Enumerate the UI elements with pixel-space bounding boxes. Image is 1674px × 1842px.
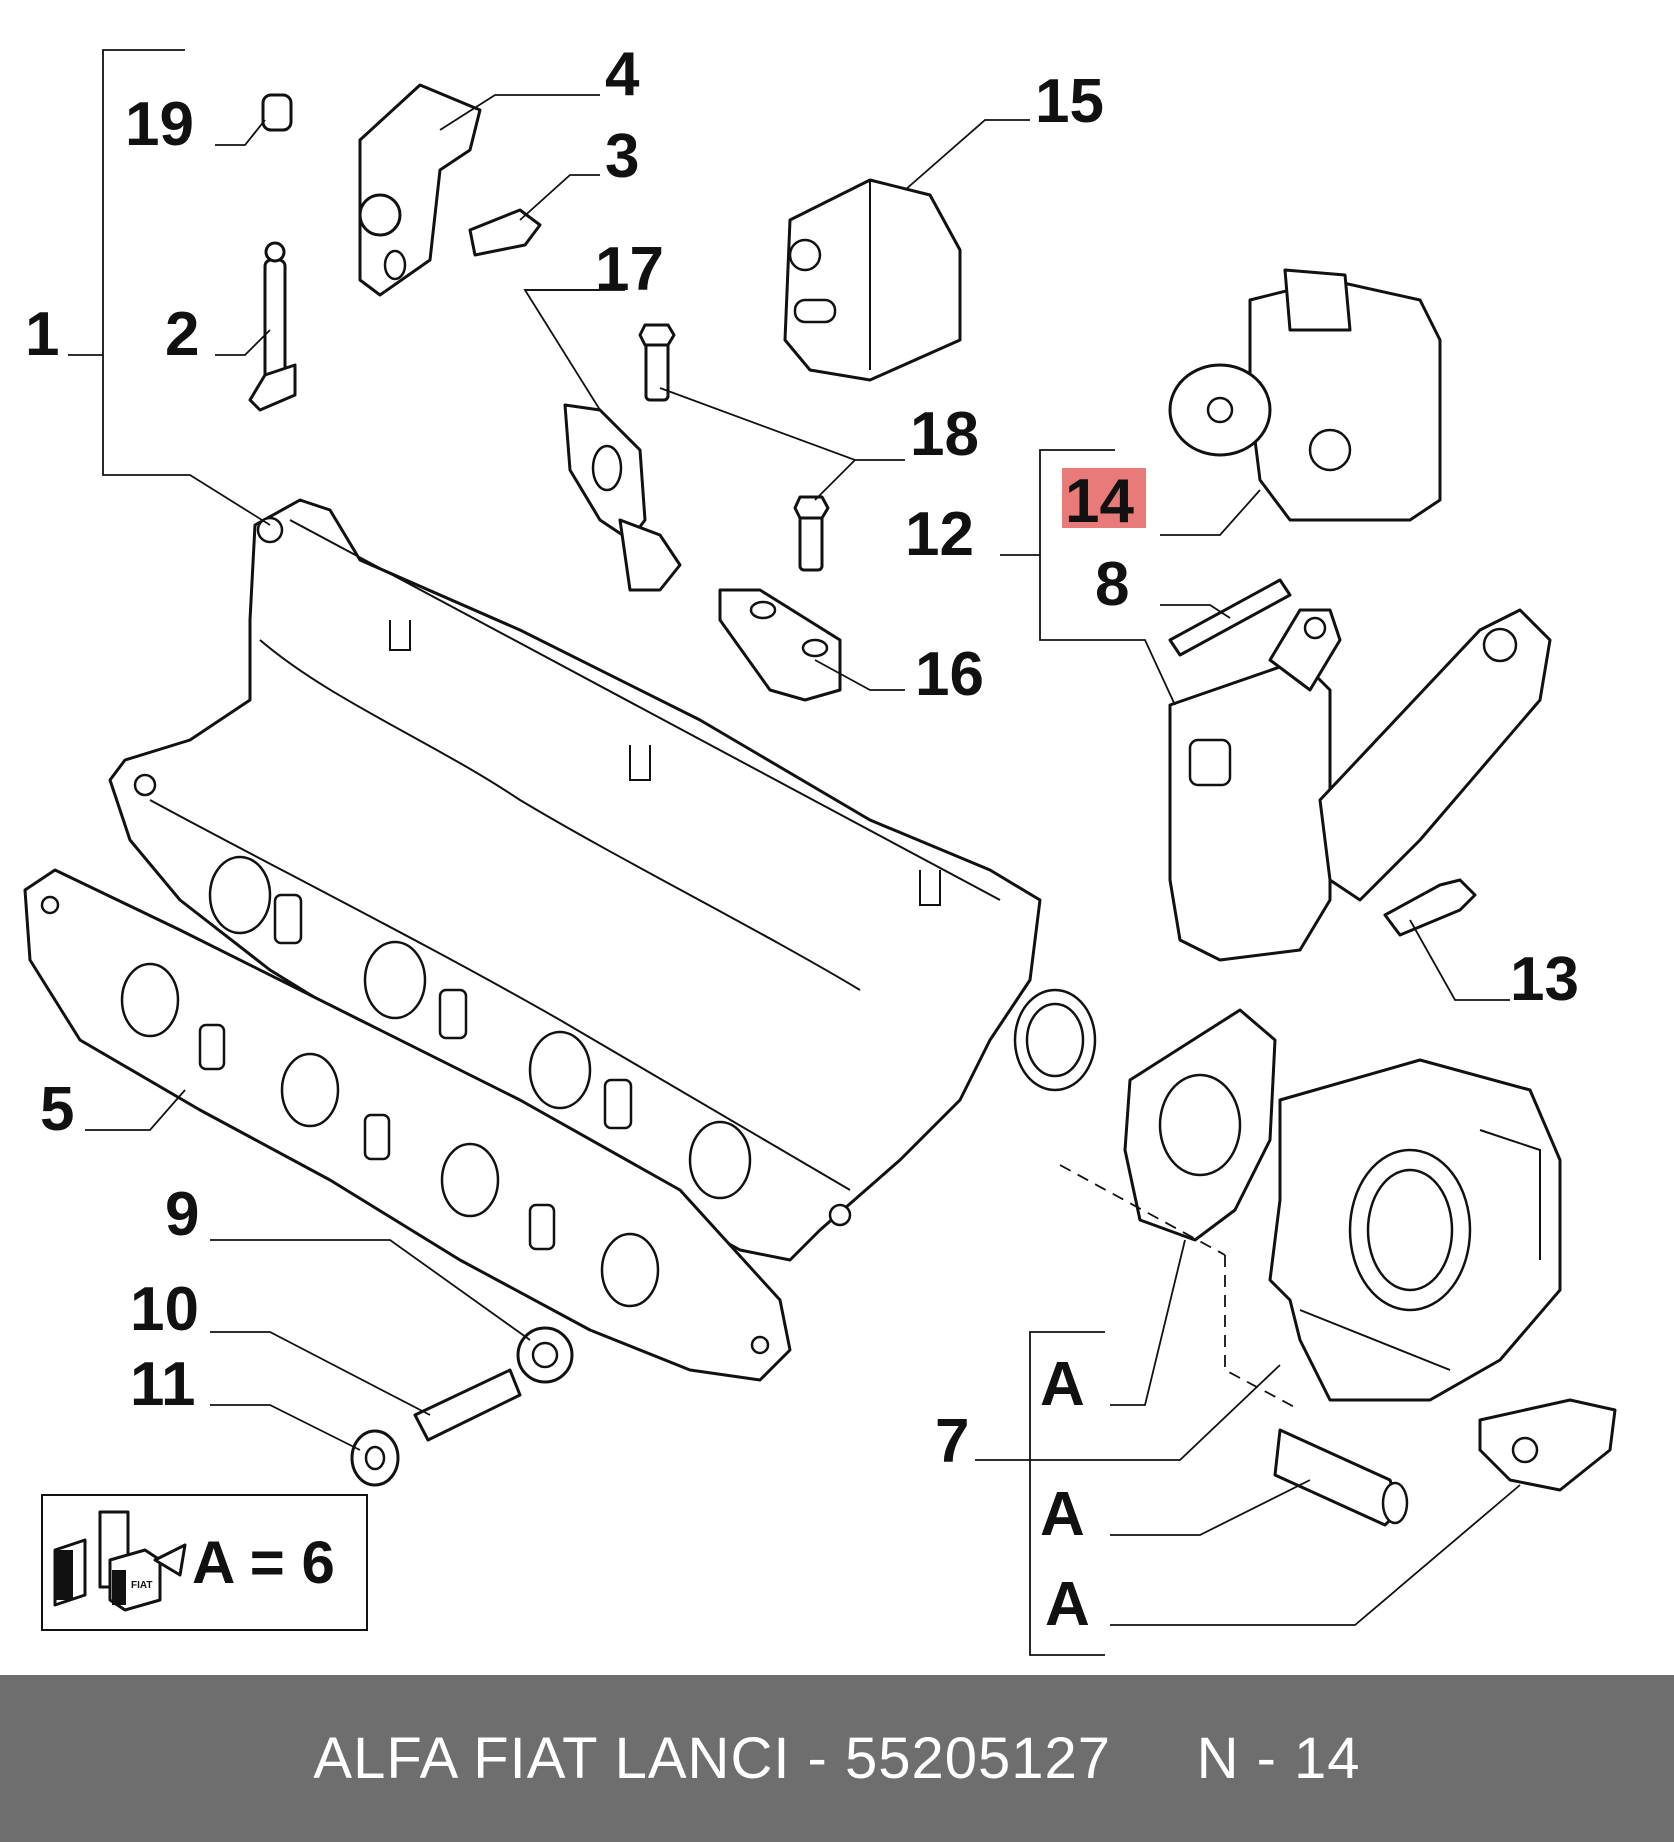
callout-9: 9 [165, 1180, 199, 1249]
leader-lines [68, 49, 1521, 1656]
callout-18: 18 [910, 400, 979, 469]
manifold-gasket [23, 868, 792, 1382]
bracket-17 [563, 403, 682, 592]
pressure-sensor [358, 83, 482, 297]
actuator-assembly [1168, 608, 1552, 962]
callout-19: 19 [125, 90, 194, 159]
highlight-14 [1062, 468, 1146, 528]
callout-labels: 1 19 2 4 3 15 17 18 14 12 8 16 13 5 9 10… [25, 40, 1579, 1639]
callout-11: 11 [130, 1350, 196, 1419]
intake-manifold [108, 498, 1097, 1262]
stud-10 [413, 1368, 522, 1442]
callout-8: 8 [1095, 550, 1129, 619]
throttle-screw [1273, 1428, 1409, 1527]
callout-4: 4 [605, 40, 640, 109]
callout-a-1: A [1040, 1350, 1085, 1419]
throttle-bracket [1478, 1398, 1617, 1492]
bolt-3 [468, 208, 542, 257]
callout-10: 10 [130, 1275, 199, 1344]
callout-3: 3 [605, 122, 639, 191]
nut-9 [516, 1326, 574, 1384]
callout-2: 2 [165, 300, 199, 369]
sensor-module [783, 178, 962, 382]
bracket-16 [718, 588, 842, 702]
callout-14: 14 [1065, 467, 1134, 536]
footer-bar: ALFA FIAT LANCI - 55205127 N - 14 [0, 1675, 1674, 1842]
washer-11 [350, 1429, 400, 1487]
throttle-motor [1168, 268, 1442, 522]
legend-box: FIAT A = 6 [41, 1494, 368, 1631]
cap-19 [261, 93, 293, 132]
legend-box-text: FIAT [131, 1580, 152, 1591]
callout-a-3: A [1045, 1570, 1090, 1639]
throttle-body [1268, 1058, 1562, 1402]
footer-text: ALFA FIAT LANCI - 55205127 N - 14 [313, 1726, 1361, 1791]
callout-17: 17 [595, 235, 664, 304]
callout-12: 12 [905, 500, 974, 569]
callout-13: 13 [1510, 945, 1579, 1014]
bolt-18-a [638, 323, 676, 402]
callout-7: 7 [935, 1407, 969, 1476]
fitting-13 [1383, 878, 1477, 937]
throttle-gasket [1123, 1008, 1277, 1242]
fiat-kit-icon: FIAT [53, 1510, 187, 1612]
parts-diagram: 1 19 2 4 3 15 17 18 14 12 8 16 13 5 9 10… [23, 40, 1617, 1656]
callout-1: 1 [25, 300, 59, 369]
callout-a-2: A [1040, 1480, 1085, 1549]
bolt-18-b [793, 495, 830, 572]
legend-text: A = 6 [192, 1529, 335, 1596]
connector-2 [248, 241, 297, 412]
callout-15: 15 [1035, 67, 1104, 136]
callout-5: 5 [40, 1075, 74, 1144]
callout-16: 16 [915, 640, 984, 709]
